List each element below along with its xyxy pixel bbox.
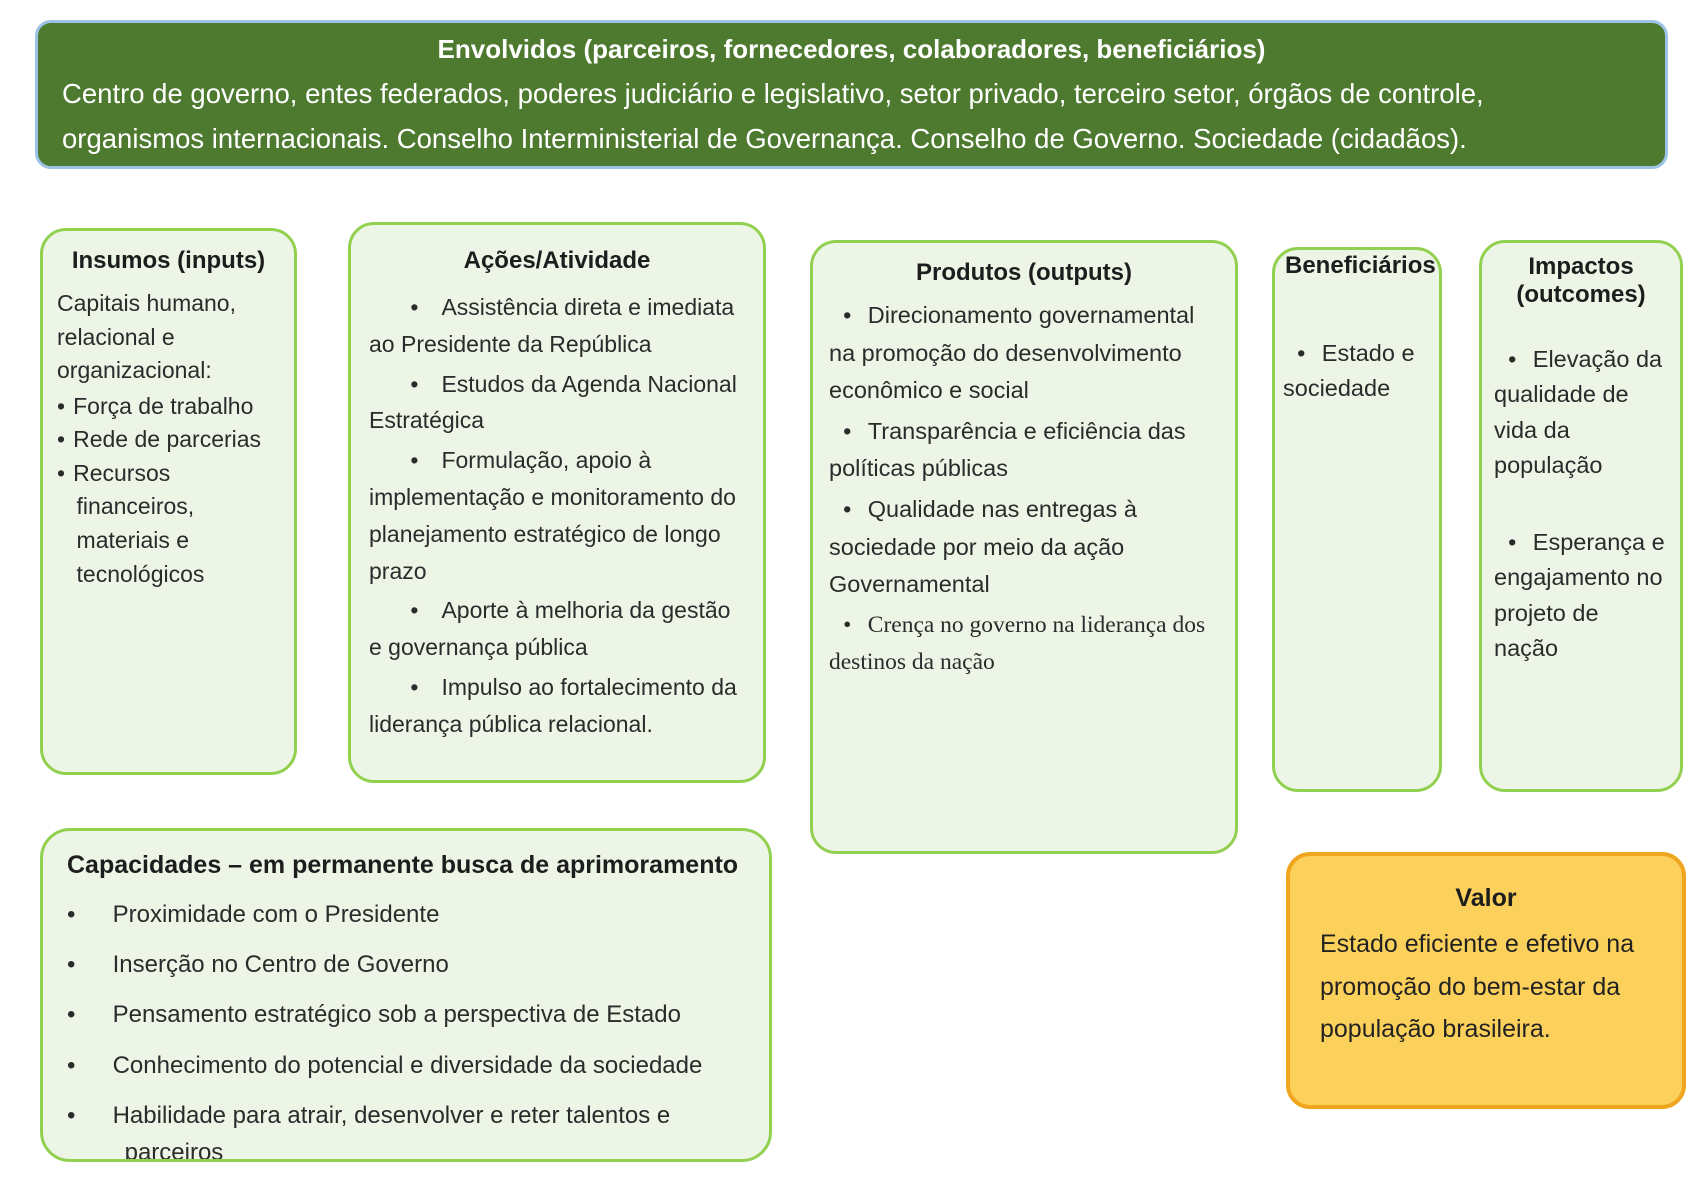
impactos-title-line1: Impactos (1528, 253, 1634, 280)
list-item: Aporte à melhoria da gestão e governança… (369, 592, 745, 666)
list-item: Rede de parcerias (57, 423, 280, 457)
insumos-title: Insumos (inputs) (71, 247, 266, 274)
list-item: Pensamento estratégico sob a perspectiva… (67, 996, 745, 1033)
beneficiarios-title: Beneficiários (1285, 252, 1436, 279)
capacidades-box: Capacidades – em permanente busca de apr… (40, 828, 772, 1162)
list-item: Formulação, apoio à implementação e moni… (369, 442, 745, 589)
produtos-list: Direcionamento governamental na promoção… (829, 297, 1219, 604)
list-item: Estado e sociedade (1283, 336, 1431, 407)
list-item: Inserção no Centro de Governo (67, 946, 745, 983)
capacidades-title: Capacidades – em permanente busca de apr… (67, 851, 739, 879)
envolvidos-banner: Envolvidos (parceiros, fornecedores, col… (35, 20, 1668, 169)
impactos-title-line2: (outcomes) (1516, 280, 1646, 308)
insumos-list: Força de trabalhoRede de parceriasRecurs… (57, 390, 280, 591)
insumos-intro: Capitais humano, relacional e organizaci… (57, 290, 236, 384)
capacidades-list: Proximidade com o PresidenteInserção no … (67, 896, 745, 1159)
list-item: Força de trabalho (57, 390, 280, 424)
produtos-list-serif: Crença no governo na liderança dos desti… (829, 607, 1219, 682)
list-item: Assistência direta e imediata ao Preside… (369, 289, 745, 363)
valor-title: Valor (1455, 884, 1517, 912)
beneficiarios-box: Beneficiários Estado e sociedade (1272, 247, 1442, 792)
list-item: Qualidade nas entregas à sociedade por m… (829, 491, 1219, 604)
produtos-box: Produtos (outputs) Direcionamento govern… (810, 240, 1238, 854)
acoes-box: Ações/Atividade Assistência direta e ime… (348, 222, 766, 783)
insumos-box: Insumos (inputs) Capitais humano, relaci… (40, 228, 297, 775)
beneficiarios-list: Estado e sociedade (1283, 336, 1431, 407)
acoes-title: Ações/Atividade (463, 247, 651, 274)
produtos-title: Produtos (outputs) (916, 259, 1132, 286)
list-item: Transparência e eficiência das políticas… (829, 413, 1219, 488)
valor-body: Estado eficiente e efetivo na promoção d… (1320, 930, 1635, 1043)
list-item: Conhecimento do potencial e diversidade … (67, 1047, 745, 1084)
list-item: Crença no governo na liderança dos desti… (829, 607, 1219, 682)
impactos-box: Impactos (outcomes) Elevação da qualidad… (1479, 240, 1683, 792)
list-item: Recursos financeiros, materiais e tecnol… (57, 457, 280, 591)
list-item: Elevação da qualidade de vida da populaç… (1494, 342, 1668, 483)
list-item: Estudos da Agenda Nacional Estratégica (369, 366, 745, 440)
impactos-list: Elevação da qualidade de vida da populaç… (1494, 342, 1668, 666)
list-item: Habilidade para atrair, desenvolver e re… (67, 1097, 745, 1159)
acoes-list: Assistência direta e imediata ao Preside… (369, 289, 745, 743)
valor-box: Valor Estado eficiente e efetivo na prom… (1286, 852, 1686, 1109)
impactos-title: Impactos (outcomes) (1494, 253, 1668, 308)
envolvidos-body-line2: organismos internacionais. Conselho Inte… (62, 122, 1467, 154)
envolvidos-body-line1: Centro de governo, entes federados, pode… (62, 78, 1484, 109)
list-item: Esperança e engajamento no projeto de na… (1494, 525, 1668, 666)
list-item: Direcionamento governamental na promoção… (829, 297, 1219, 410)
list-item: Proximidade com o Presidente (67, 896, 745, 933)
list-item: Impulso ao fortalecimento da liderança p… (369, 669, 745, 743)
envolvidos-title: Envolvidos (parceiros, fornecedores, col… (437, 34, 1266, 64)
